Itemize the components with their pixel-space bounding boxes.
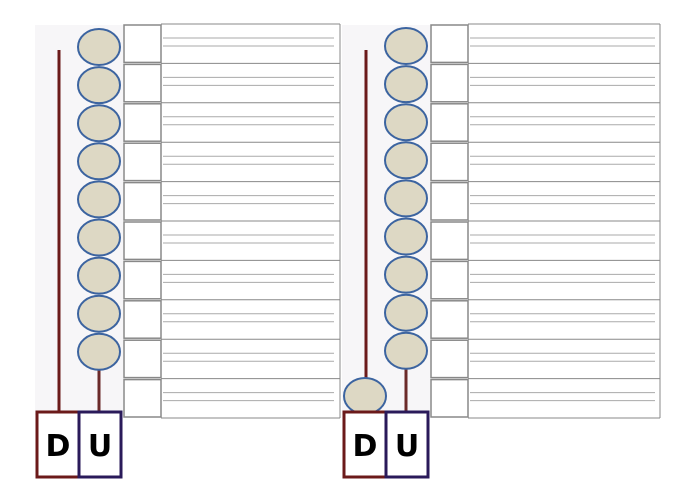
table-row bbox=[430, 259, 660, 300]
table-row bbox=[430, 141, 660, 182]
units-bead bbox=[77, 180, 121, 219]
number-box bbox=[430, 181, 469, 221]
number-box bbox=[430, 221, 469, 261]
table-row bbox=[123, 141, 340, 182]
table-row bbox=[430, 181, 660, 221]
number-box bbox=[430, 24, 469, 64]
units-box bbox=[77, 410, 123, 479]
number-box bbox=[123, 181, 162, 221]
tens-label: D bbox=[46, 429, 71, 464]
number-box bbox=[430, 260, 469, 300]
tens-label: D bbox=[353, 429, 378, 464]
number-box bbox=[123, 24, 162, 64]
units-bead bbox=[384, 65, 428, 104]
units-bead bbox=[77, 66, 121, 105]
units-bead bbox=[384, 255, 428, 294]
units-bead bbox=[384, 27, 428, 65]
units-bead bbox=[77, 294, 121, 333]
table-row bbox=[430, 299, 660, 339]
units-bead bbox=[77, 256, 121, 295]
units-bead bbox=[77, 104, 121, 143]
units-bead bbox=[384, 217, 428, 256]
units-bead bbox=[384, 103, 428, 142]
number-box bbox=[123, 378, 162, 418]
table-row bbox=[430, 220, 660, 261]
units-bead bbox=[77, 28, 121, 66]
number-box bbox=[123, 300, 162, 339]
number-box bbox=[430, 142, 469, 182]
table-row bbox=[123, 378, 340, 418]
table-row bbox=[123, 338, 340, 379]
number-box bbox=[430, 63, 469, 103]
tens-box bbox=[342, 410, 388, 479]
number-box bbox=[430, 339, 469, 379]
number-box bbox=[123, 63, 162, 103]
units-box bbox=[384, 410, 430, 479]
table-row bbox=[123, 102, 340, 142]
table-row bbox=[430, 338, 660, 379]
units-bead bbox=[384, 293, 428, 332]
table-row bbox=[430, 23, 660, 64]
tens-bead bbox=[343, 377, 387, 415]
units-bead bbox=[384, 141, 428, 180]
table-row bbox=[123, 181, 340, 221]
tens-box bbox=[35, 410, 81, 479]
table-row bbox=[123, 259, 340, 300]
number-box bbox=[123, 221, 162, 261]
table-row bbox=[430, 62, 660, 103]
units-bead bbox=[384, 179, 428, 218]
units-label: U bbox=[395, 429, 419, 464]
number-box bbox=[430, 103, 469, 142]
number-box bbox=[123, 142, 162, 182]
units-bead bbox=[77, 142, 121, 181]
table-row bbox=[123, 23, 340, 64]
units-label: U bbox=[88, 429, 112, 464]
table-row bbox=[430, 378, 660, 418]
number-box bbox=[123, 339, 162, 379]
table-row bbox=[430, 102, 660, 142]
units-bead bbox=[384, 331, 428, 370]
number-box bbox=[430, 300, 469, 339]
table-row bbox=[123, 62, 340, 103]
table-row bbox=[123, 299, 340, 339]
units-bead bbox=[77, 218, 121, 257]
number-box bbox=[430, 378, 469, 418]
table-row bbox=[123, 220, 340, 261]
number-box bbox=[123, 260, 162, 300]
number-box bbox=[123, 103, 162, 142]
units-bead bbox=[77, 332, 121, 371]
